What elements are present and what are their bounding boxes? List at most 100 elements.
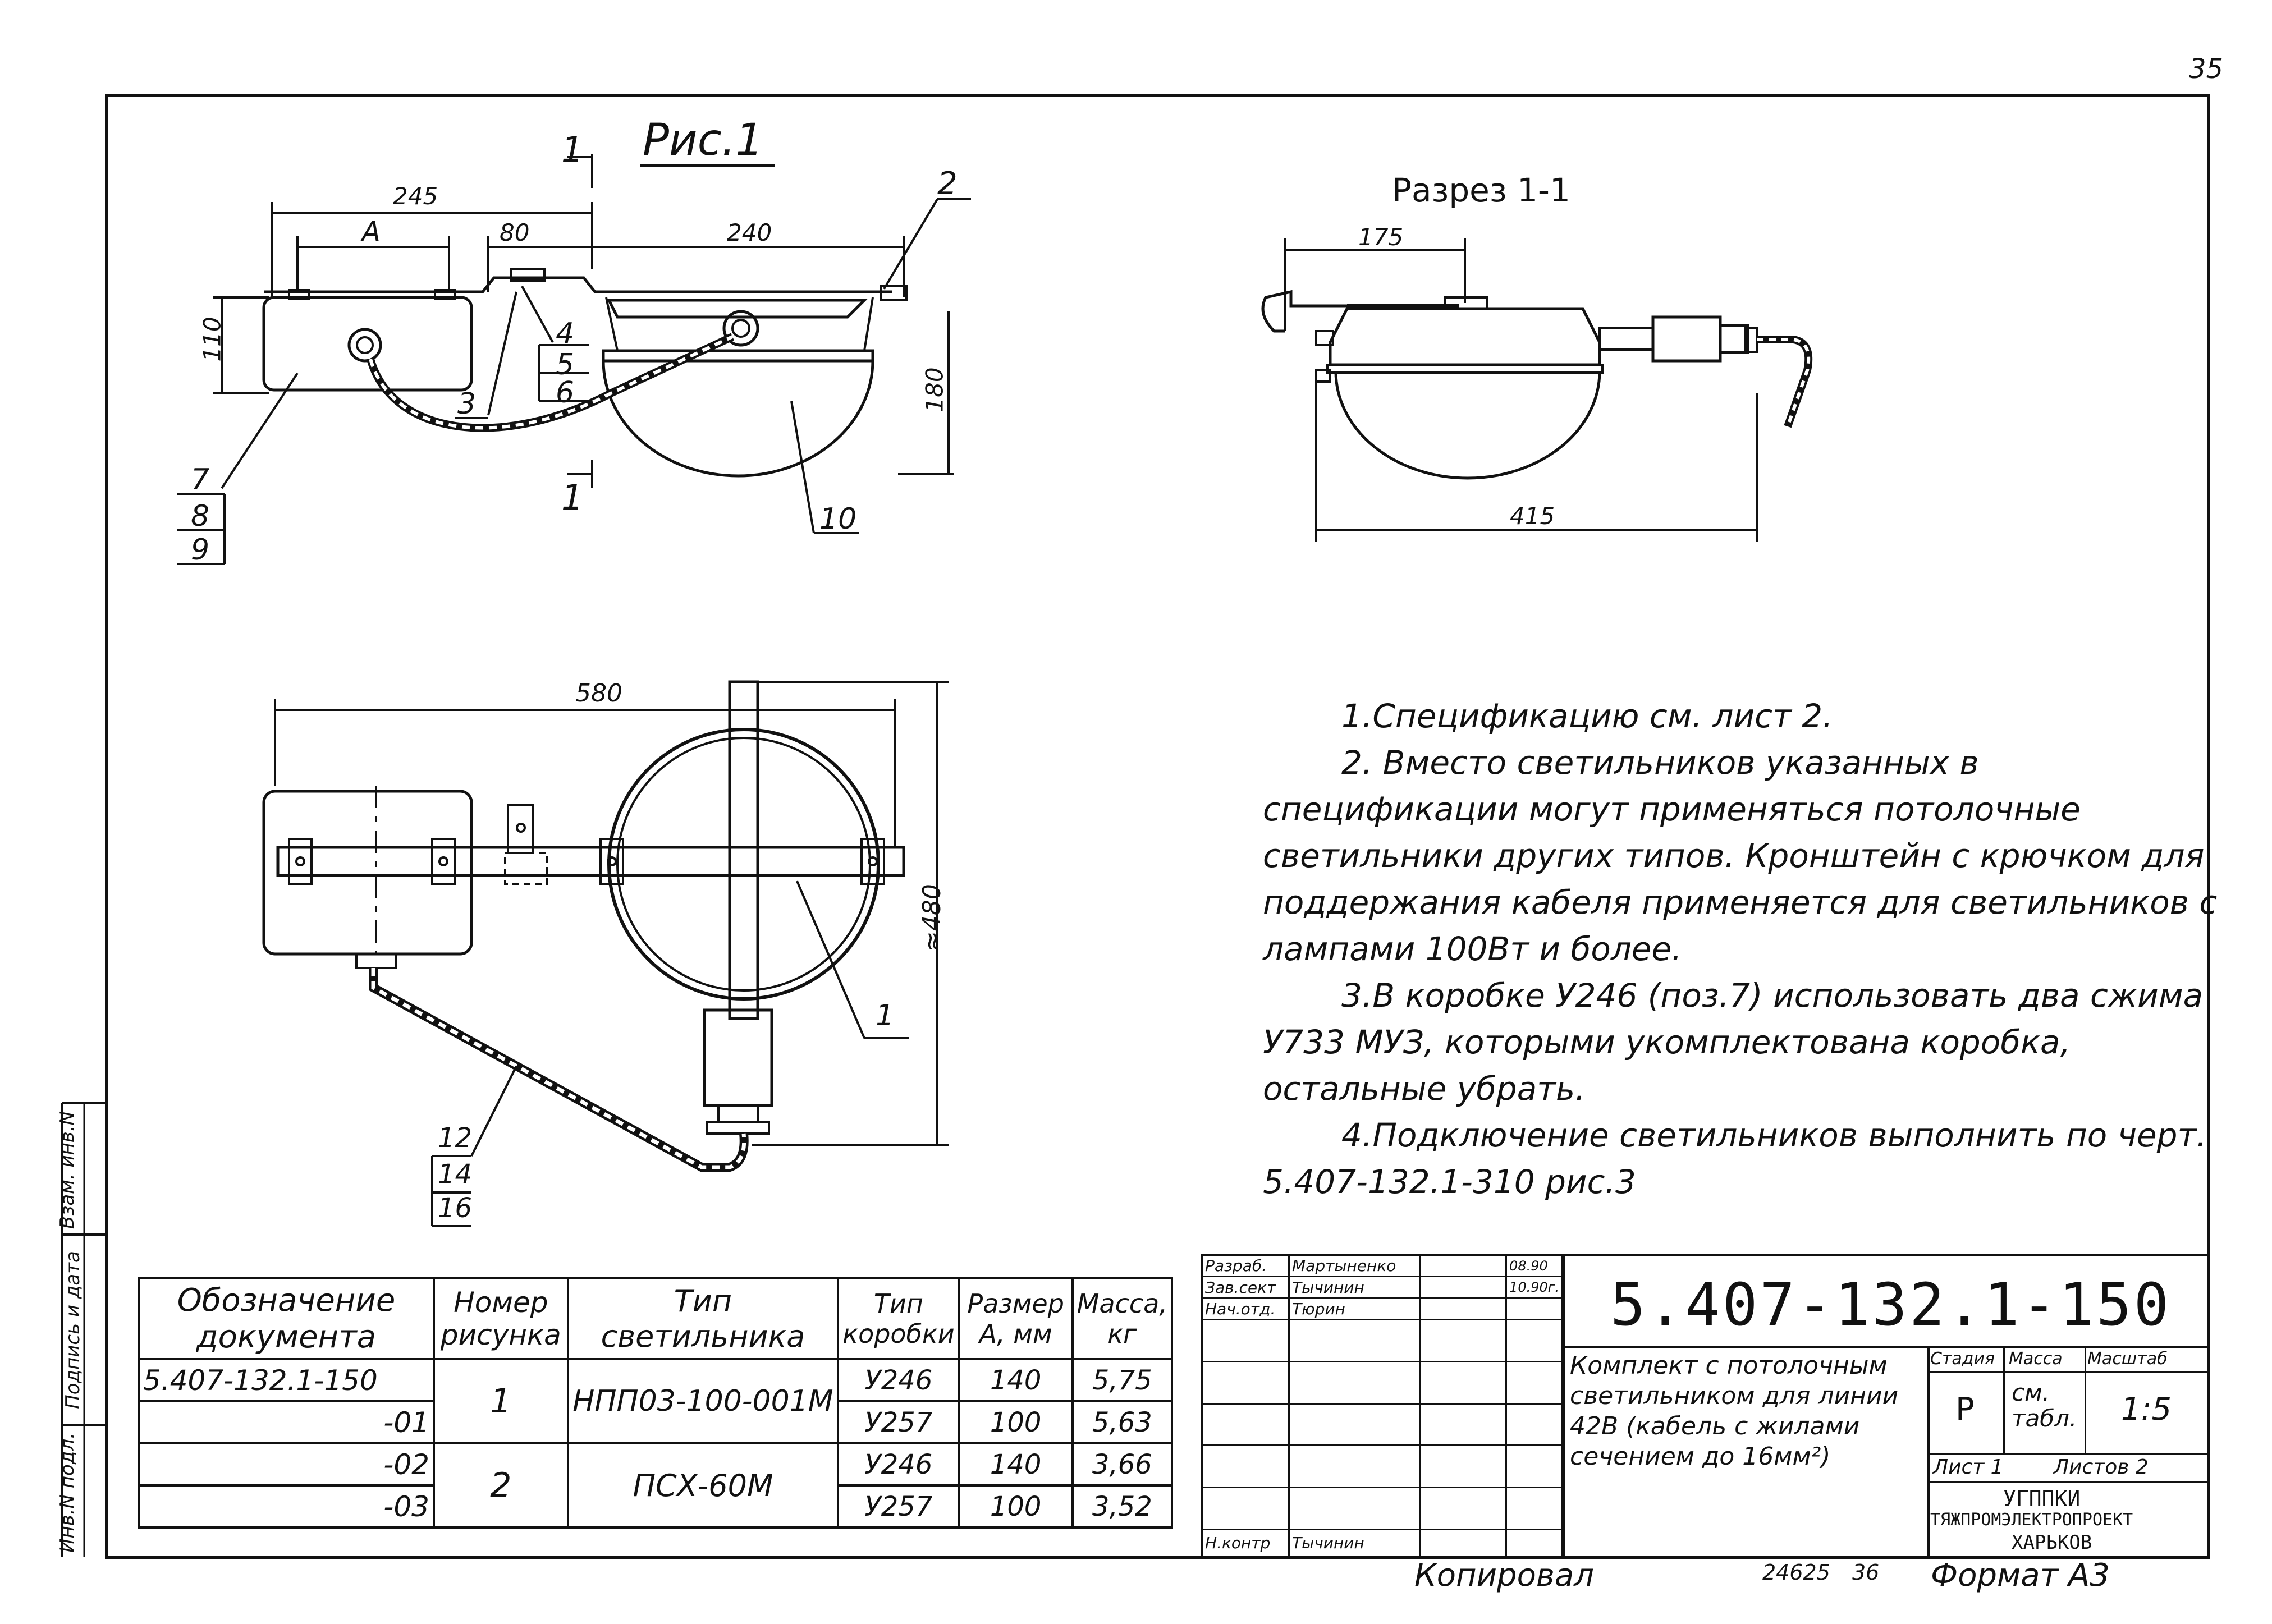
stage-label: Стадия [1930,1349,1995,1369]
side-strip-inv: Инв.N подл. [56,1433,79,1553]
mass-label: Масса [2009,1349,2063,1369]
spec-header-mass: Масса, кг [1071,1277,1174,1360]
callout-2: 2 [937,166,958,202]
note-4: 4.Подключение светильников выполнить по … [1263,1116,2207,1201]
sheet-number: Лист 1 [1933,1456,2004,1479]
dim-480: ≈480 [917,884,946,952]
dim-180: 180 [920,367,949,412]
spec-doc: -02 [138,1442,435,1487]
tb-date [1505,1297,1563,1321]
dim-245: 245 [393,182,438,210]
tb-role: Зав.сект [1201,1276,1290,1299]
note-2: 2. Вместо светильников указанных в специ… [1263,744,2218,968]
callout-5: 5 [556,348,575,382]
spec-box: У246 [837,1442,960,1487]
table-row: -02 2 ПСХ-60М У246 140 3,66 [138,1442,1174,1529]
sheet-frame [105,94,2210,1559]
callout-12: 12 [438,1122,473,1154]
dim-110: 110 [198,316,226,362]
tb-name: Тычинин [1288,1528,1421,1558]
callout-14: 14 [438,1159,473,1190]
spec-lamp: НПП03-100-001М [566,1358,840,1444]
org-line-3: ХАРЬКОВ [2012,1531,2092,1554]
table-row: -03 У257 100 3,52 [138,1484,1174,1529]
spec-header-fig: Номер рисунка [432,1277,569,1360]
doc-name: Комплект с потолочным светильником для л… [1570,1351,1899,1471]
spec-size: 100 [958,1484,1074,1529]
spec-size: 140 [958,1358,1074,1402]
section-mark-top: 1 [561,129,584,170]
spec-mass: 5,63 [1071,1400,1174,1444]
tb-signature [1419,1528,1508,1558]
spec-doc: -03 [138,1484,435,1529]
tb-date: 08.90 [1505,1254,1563,1278]
callout-16: 16 [438,1192,473,1224]
footer-format: Формат А3 [1931,1557,2110,1594]
section-1-1 [1261,238,1813,542]
org-line-2: ТЯЖПРОМЭЛЕКТРОПРОЕКТ [1930,1510,2133,1530]
table-row: 5.407-132.1-150 1 НПП03-100-001М У246 14… [138,1358,1174,1444]
dim-175: 175 [1358,223,1404,251]
figure-title: Рис.1 [643,115,764,166]
scale-value: 1:5 [2121,1391,2172,1428]
callout-10: 10 [819,502,857,536]
tb-signature [1419,1276,1508,1299]
callout-1: 1 [876,999,895,1033]
callout-4: 4 [556,317,575,351]
dim-A: A [362,216,381,247]
page-number: 35 [2189,53,2224,85]
spec-doc: 5.407-132.1-150 [138,1358,435,1402]
side-strip-vzam: Взам. инв.N [56,1111,79,1230]
spec-size: 140 [958,1442,1074,1487]
figure-1-elevation [177,154,971,565]
tb-role: Разраб. [1201,1254,1290,1278]
scale-label: Масштаб [2087,1349,2168,1369]
tb-signature [1419,1254,1508,1278]
callout-9: 9 [191,533,210,567]
spec-lamp: ПСХ-60М [566,1442,840,1529]
callout-8: 8 [191,499,210,533]
spec-header-box: Тип коробки [837,1277,960,1360]
stage-value: Р [1955,1391,1975,1428]
table-row: -01 У257 100 5,63 [138,1400,1174,1444]
tb-role: Нач.отд. [1201,1297,1290,1321]
note-1: 1.Спецификацию см. лист 2. [1341,697,1833,735]
footer-copied: Копировал [1414,1557,1594,1594]
dim-580: 580 [575,679,622,708]
spec-header-size: Размер А, мм [958,1277,1074,1360]
tb-role: Н.контр [1201,1528,1290,1558]
tb-name: Мартыненко [1288,1254,1421,1278]
section-mark-bottom: 1 [561,477,584,518]
tb-date: 10.90г. [1505,1276,1563,1299]
callout-3: 3 [457,387,477,421]
spec-header-lamp: Тип светильника [566,1277,840,1360]
spec-box: У257 [837,1484,960,1529]
spec-fig: 2 [432,1442,569,1529]
spec-fig: 1 [432,1358,569,1444]
callout-7: 7 [191,463,210,497]
footer-number: 24625 [1762,1560,1830,1585]
spec-table: Обозначение документа Номер рисунка Тип … [138,1277,1174,1529]
spec-box: У257 [837,1400,960,1444]
tb-signature [1419,1297,1508,1321]
dim-80: 80 [500,219,530,246]
title-block-main: 5.407-132.1-150 Комплект с потолочным св… [1563,1254,2209,1557]
tb-name: Тюрин [1288,1297,1421,1321]
spec-mass: 5,75 [1071,1358,1174,1402]
doc-code: 5.407-132.1-150 [1610,1270,2172,1339]
tb-name: Тычинин [1288,1276,1421,1299]
spec-size: 100 [958,1400,1074,1444]
notes-block: 1.Спецификацию см. лист 2. 2. Вместо све… [1263,693,2228,1205]
dim-240: 240 [727,219,772,246]
spec-header-doc: Обозначение документа [138,1277,435,1360]
plan-view [262,680,949,1227]
mass-value: см. табл. [2012,1379,2077,1432]
side-strip-sign: Подпись и дата [62,1251,84,1409]
spec-mass: 3,66 [1071,1442,1174,1487]
spec-box: У246 [837,1358,960,1402]
dim-415: 415 [1510,502,1555,530]
tb-date [1505,1528,1563,1558]
note-3: 3.В коробке У246 (поз.7) использовать дв… [1263,976,2204,1108]
